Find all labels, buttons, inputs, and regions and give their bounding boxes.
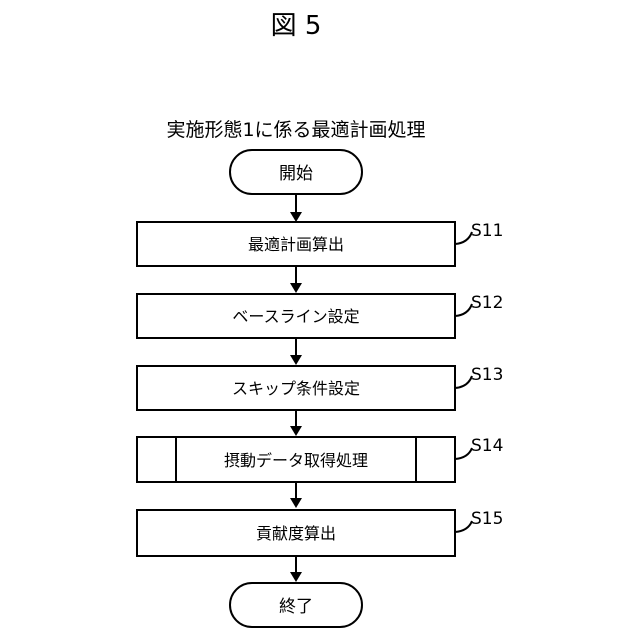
step-s13-label: スキップ条件設定 xyxy=(232,379,360,398)
step-s15-callout xyxy=(455,521,472,532)
step-s12: ベースライン設定 S12 xyxy=(137,293,503,338)
step-s14-label: 摂動データ取得処理 xyxy=(224,451,368,470)
step-s15-id: S15 xyxy=(471,509,503,529)
step-s11-label: 最適計画算出 xyxy=(248,235,344,254)
step-s11-callout xyxy=(455,232,472,244)
connector-s12-s13 xyxy=(290,338,302,365)
connector-s11-s12 xyxy=(290,266,302,293)
step-s14-callout xyxy=(455,448,472,459)
step-s12-id: S12 xyxy=(471,293,503,313)
step-s14: 摂動データ取得処理 S14 xyxy=(137,436,503,482)
step-s13-id: S13 xyxy=(471,365,503,385)
step-s15: 貢献度算出 S15 xyxy=(137,509,503,556)
step-s14-id: S14 xyxy=(471,436,503,456)
step-s13: スキップ条件設定 S13 xyxy=(137,365,503,410)
step-s12-callout xyxy=(455,304,472,316)
connector-s14-s15 xyxy=(290,482,302,508)
step-s15-label: 貢献度算出 xyxy=(256,524,336,543)
connector-start-s11 xyxy=(290,194,302,222)
step-s11: 最適計画算出 S11 xyxy=(137,221,503,266)
step-s13-callout xyxy=(455,376,472,388)
figure-label: 図 5 xyxy=(271,11,322,41)
step-s11-id: S11 xyxy=(471,221,503,241)
end-label: 終了 xyxy=(279,597,313,617)
step-s12-label: ベースライン設定 xyxy=(232,307,359,326)
flow-title: 実施形態1に係る最適計画処理 xyxy=(166,119,425,141)
connector-s15-end xyxy=(290,556,302,582)
connector-s13-s14 xyxy=(290,410,302,436)
start-label: 開始 xyxy=(279,164,313,184)
